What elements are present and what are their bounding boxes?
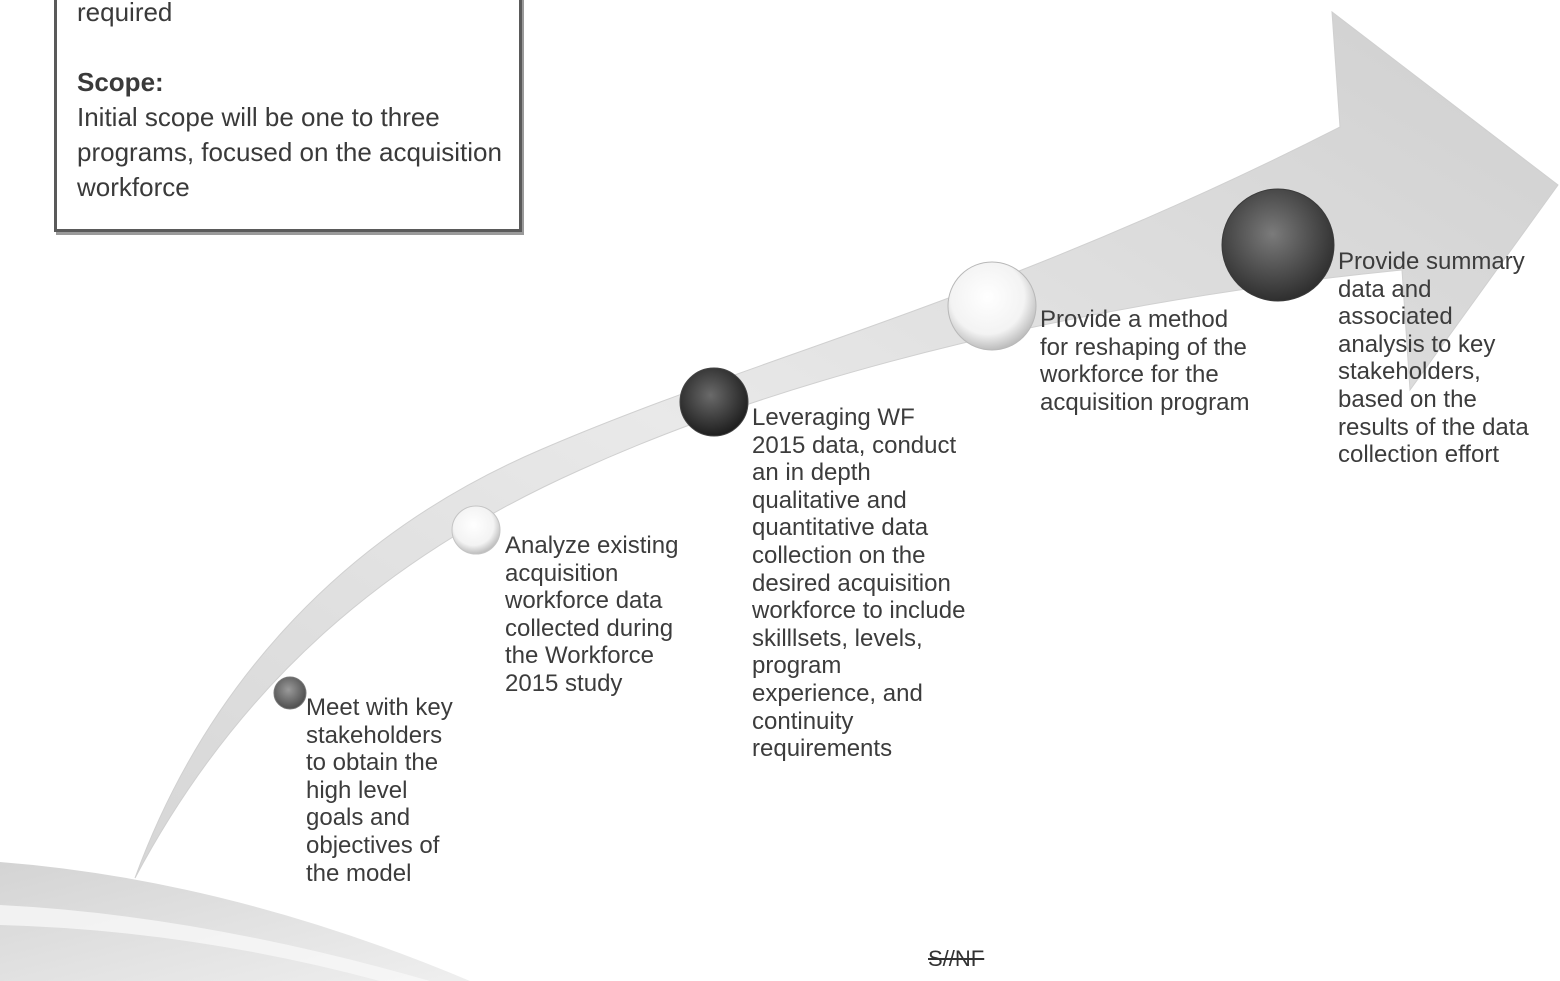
step-node-2 — [451, 505, 501, 555]
step-3-text: Leveraging WF 2015 data, conduct an in d… — [752, 404, 966, 763]
step-1-text: Meet with key stakeholders to obtain the… — [306, 694, 453, 887]
scope-text: Initial scope will be one to three progr… — [77, 102, 502, 202]
scope-heading: Scope: — [77, 67, 164, 97]
step-node-3 — [679, 367, 749, 437]
scope-box: required Scope: Initial scope will be on… — [54, 0, 522, 232]
step-4-text: Provide a method for reshaping of the wo… — [1040, 306, 1250, 416]
step-2-text: Analyze existing acquisition workforce d… — [505, 532, 679, 697]
bottom-swoosh-highlight — [0, 905, 430, 981]
step-5-text: Provide summary data and associated anal… — [1338, 248, 1529, 469]
scope-box-partial-line: required — [77, 0, 173, 27]
bottom-swoosh-shape — [0, 862, 470, 981]
curved-arrow-body — [134, 10, 1559, 879]
step-node-4 — [947, 261, 1037, 351]
step-node-1 — [273, 676, 307, 710]
step-node-5 — [1221, 188, 1335, 302]
classification-marking: S//NF — [928, 946, 985, 971]
